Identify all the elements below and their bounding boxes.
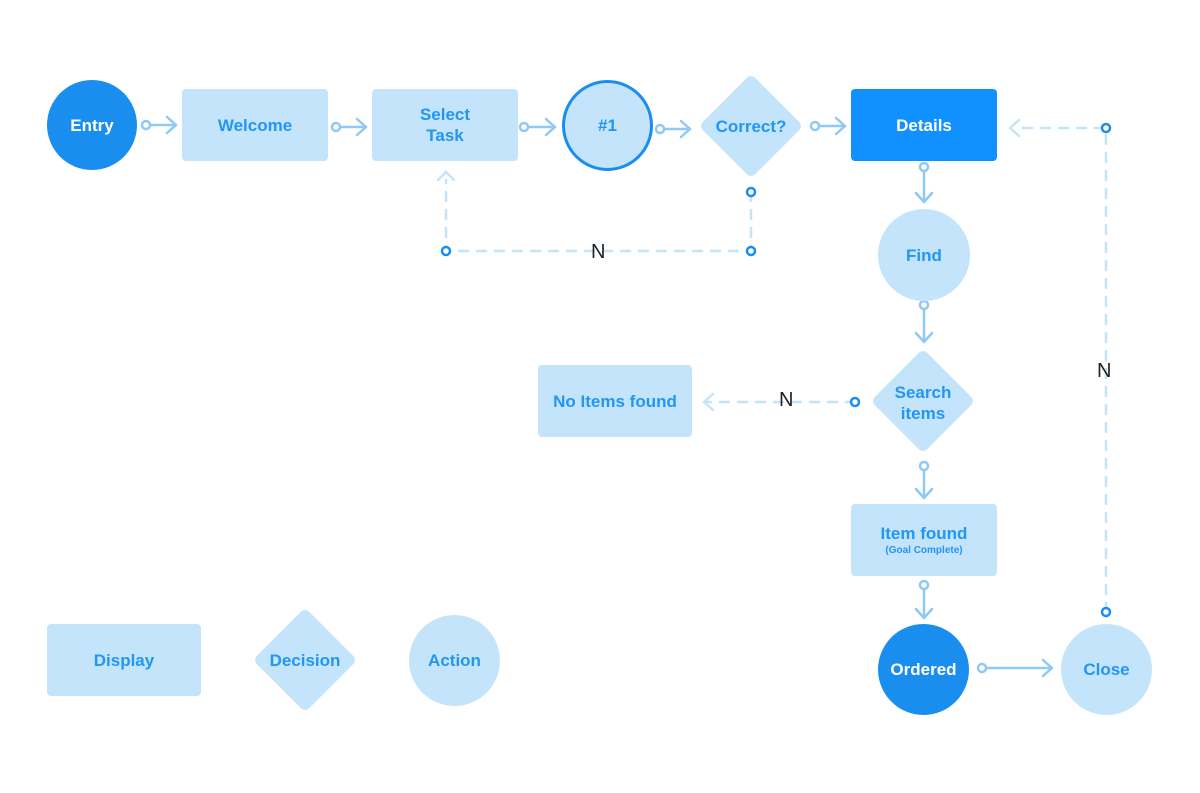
node-correct-label: Correct? [715,116,787,136]
edge-label-correct-no: N [591,241,606,263]
edge-label-close-no: N [1097,360,1112,382]
connector-dot [745,186,757,198]
connector-close-no-loop [1012,126,1108,614]
legend-decision: Decision [250,640,360,680]
node-ordered[interactable]: Ordered [878,624,969,715]
node-select-task-label-2: Task [426,126,464,145]
connector-dot [654,123,666,135]
legend-decision-label: Decision [269,650,341,670]
node-select-task[interactable]: Select Task [372,89,518,161]
node-num1-label: #1 [598,116,617,135]
node-item-found[interactable]: Item found (Goal Complete) [851,504,997,576]
connector-dot [918,299,930,311]
connector-dot [518,121,530,133]
legend-action-label: Action [428,651,481,670]
node-find-label: Find [906,245,942,265]
node-close-label: Close [1083,660,1130,679]
connector-dot [330,121,342,133]
connector-dot [918,161,930,173]
node-ordered-label: Ordered [890,660,957,679]
connector-dot [745,245,757,257]
node-welcome-label: Welcome [217,115,293,135]
node-entry[interactable]: Entry [47,80,137,170]
node-no-items-found[interactable]: No Items found [538,365,692,437]
node-welcome[interactable]: Welcome [182,89,328,161]
node-correct[interactable]: Correct? [696,106,806,146]
node-entry-label: Entry [70,115,114,135]
connector-dot [440,245,452,257]
node-details[interactable]: Details [851,89,997,161]
node-num1[interactable]: #1 [562,80,653,171]
connector-dot [1100,606,1112,618]
legend-action: Action [409,615,500,706]
connector-dot [976,662,988,674]
node-search-items-label-2: items [900,404,946,423]
node-search-items[interactable]: Search items [868,381,978,425]
node-find[interactable]: Find [878,209,970,301]
connector-dot [849,396,861,408]
node-no-items-found-label: No Items found [553,391,677,411]
connector-dot [140,119,152,131]
legend-display-label: Display [93,650,155,670]
node-search-items-label-1: Search [894,383,952,402]
connector-dot [809,120,821,132]
node-details-label: Details [896,115,952,135]
connector-dot [1100,122,1112,134]
legend-display: Display [47,624,201,696]
node-select-task-label-1: Select [419,105,471,124]
connector-dot [918,460,930,472]
connector-dot [918,579,930,591]
edge-label-search-no: N [779,389,794,411]
node-close[interactable]: Close [1061,624,1152,715]
node-item-found-sublabel: (Goal Complete) [885,545,963,556]
node-item-found-label: Item found [880,524,968,543]
connector-correct-no-loop [444,178,753,253]
